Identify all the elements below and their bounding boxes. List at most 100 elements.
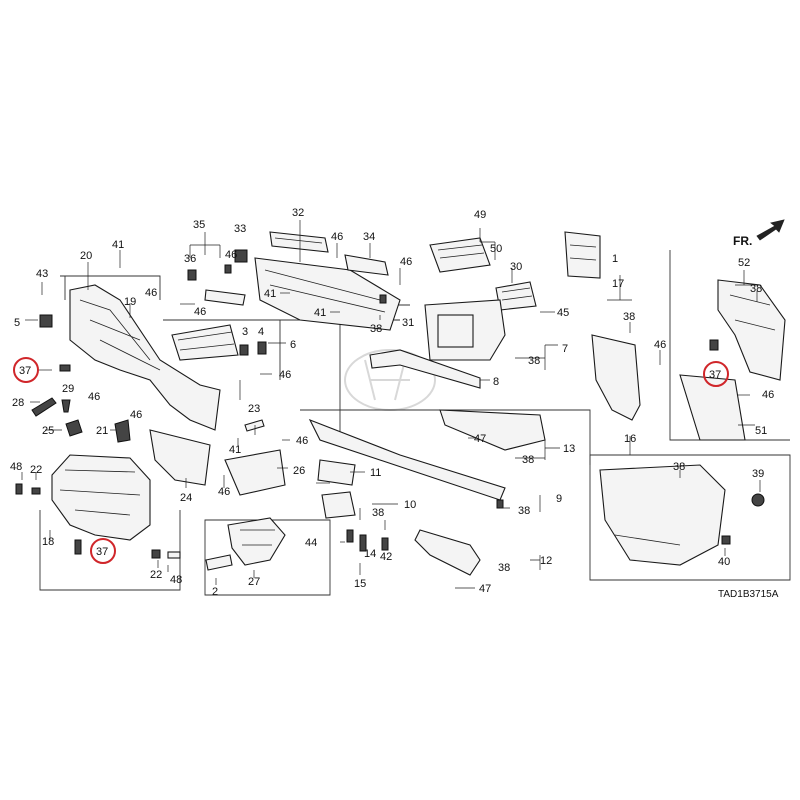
- front-direction-indicator: FR.: [733, 219, 785, 248]
- callout-31: 31: [402, 317, 414, 329]
- callout-49: 49: [474, 209, 486, 221]
- callout-43: 43: [36, 268, 48, 280]
- part-11-frame: [317, 459, 356, 486]
- callout-46i: 46: [331, 231, 343, 243]
- callout-40: 40: [718, 556, 730, 568]
- callout-23: 23: [248, 403, 260, 415]
- callout-37c: 37: [709, 369, 721, 381]
- callout-50: 50: [490, 243, 502, 255]
- callout-27: 27: [248, 576, 260, 588]
- callout-2: 2: [212, 586, 218, 598]
- part-39-knob: [751, 493, 765, 507]
- callout-48a: 48: [10, 461, 22, 473]
- callout-30: 30: [510, 261, 522, 273]
- callout-20: 20: [80, 250, 92, 262]
- callout-18: 18: [42, 536, 54, 548]
- callout-46l: 46: [762, 389, 774, 401]
- callout-38f: 38: [498, 562, 510, 574]
- part-52-bracket: [717, 279, 786, 381]
- callout-38c: 38: [522, 454, 534, 466]
- svg-text:FR.: FR.: [733, 234, 752, 248]
- callout-19: 19: [124, 296, 136, 308]
- callout-5: 5: [14, 317, 20, 329]
- callout-39: 39: [752, 468, 764, 480]
- callout-52: 52: [738, 257, 750, 269]
- callout-46d: 46: [225, 249, 237, 261]
- part-1-sheet: [564, 231, 601, 279]
- callout-12: 12: [540, 555, 552, 567]
- callout-21: 21: [96, 425, 108, 437]
- callout-10: 10: [404, 499, 416, 511]
- callout-46e: 46: [194, 306, 206, 318]
- part-27-bracket: [227, 517, 286, 566]
- part-33b-bracket: [204, 289, 246, 306]
- callout-25: 25: [42, 425, 54, 437]
- part-2-tube: [205, 554, 233, 571]
- diagram-code: TAD1B3715A: [718, 589, 779, 600]
- callout-46c: 46: [130, 409, 142, 421]
- part-18-glove-box: [51, 454, 151, 541]
- part-8-strip: [369, 349, 481, 389]
- callout-42: 42: [380, 551, 392, 563]
- highlight-circle-37-right: [703, 361, 729, 387]
- part-22-clip: [31, 487, 41, 495]
- part-7-panel: [424, 299, 506, 361]
- part-29-clip: [61, 399, 71, 413]
- part-16-lower-cover: [599, 464, 726, 566]
- callout-22b: 22: [150, 569, 162, 581]
- callout-41b: 41: [264, 288, 276, 300]
- callout-16: 16: [624, 433, 636, 445]
- callout-47a: 47: [474, 433, 486, 445]
- callout-33: 33: [234, 223, 246, 235]
- part-40-cap: [721, 535, 731, 545]
- callout-37b: 37: [96, 546, 108, 558]
- callout-11: 11: [370, 467, 381, 479]
- callout-37a: 37: [19, 365, 31, 377]
- highlight-circle-37-bottom: [90, 538, 116, 564]
- part-13-trim: [439, 409, 546, 451]
- callout-38b: 38: [528, 355, 540, 367]
- part-25-bracket: [65, 419, 83, 437]
- part-33-switch: [234, 249, 248, 263]
- part-51-cover: [679, 374, 746, 441]
- highlight-circle-37-left: [13, 357, 39, 383]
- callout-44: 44: [305, 537, 317, 549]
- part-23-trim: [244, 419, 265, 432]
- callout-47b: 47: [479, 583, 491, 595]
- callout-8: 8: [493, 376, 499, 388]
- callout-1: 1: [612, 253, 618, 265]
- callout-29: 29: [62, 383, 74, 395]
- callout-17: 17: [612, 278, 624, 290]
- callout-46b: 46: [88, 391, 100, 403]
- arrow-icon: [756, 219, 785, 241]
- callout-38i: 38: [750, 283, 762, 295]
- part-30-vent: [495, 281, 537, 311]
- part-6-vent: [171, 324, 239, 361]
- part-48-pin: [15, 483, 23, 495]
- part-3-clip: [239, 344, 249, 356]
- callout-46f: 46: [279, 369, 291, 381]
- callout-7: 7: [562, 343, 568, 355]
- callout-6: 6: [290, 339, 296, 351]
- callout-3: 3: [242, 326, 248, 338]
- callout-41d: 41: [229, 444, 241, 456]
- callout-45: 45: [557, 307, 569, 319]
- callout-34: 34: [363, 231, 375, 243]
- part-49-bezel: [429, 237, 491, 273]
- callout-38g: 38: [623, 311, 635, 323]
- callout-46h: 46: [218, 486, 230, 498]
- callout-13: 13: [563, 443, 575, 455]
- callout-14: 14: [364, 548, 376, 560]
- callout-46g: 46: [296, 435, 308, 447]
- part-36-clip: [187, 269, 197, 281]
- callout-38h: 38: [673, 461, 685, 473]
- part-17-side-panel: [591, 334, 641, 421]
- part-10-box: [321, 491, 356, 519]
- part-28-lever: [31, 397, 57, 417]
- callout-41a: 41: [112, 239, 124, 251]
- callout-4: 4: [258, 326, 264, 338]
- callout-51: 51: [755, 425, 767, 437]
- part-46-bolt: [224, 264, 232, 274]
- callouts: 1 2 3 4 5 6 7 8 9 10 11 12 13 14 15 16 1…: [10, 207, 774, 598]
- part-32-vent: [269, 231, 329, 253]
